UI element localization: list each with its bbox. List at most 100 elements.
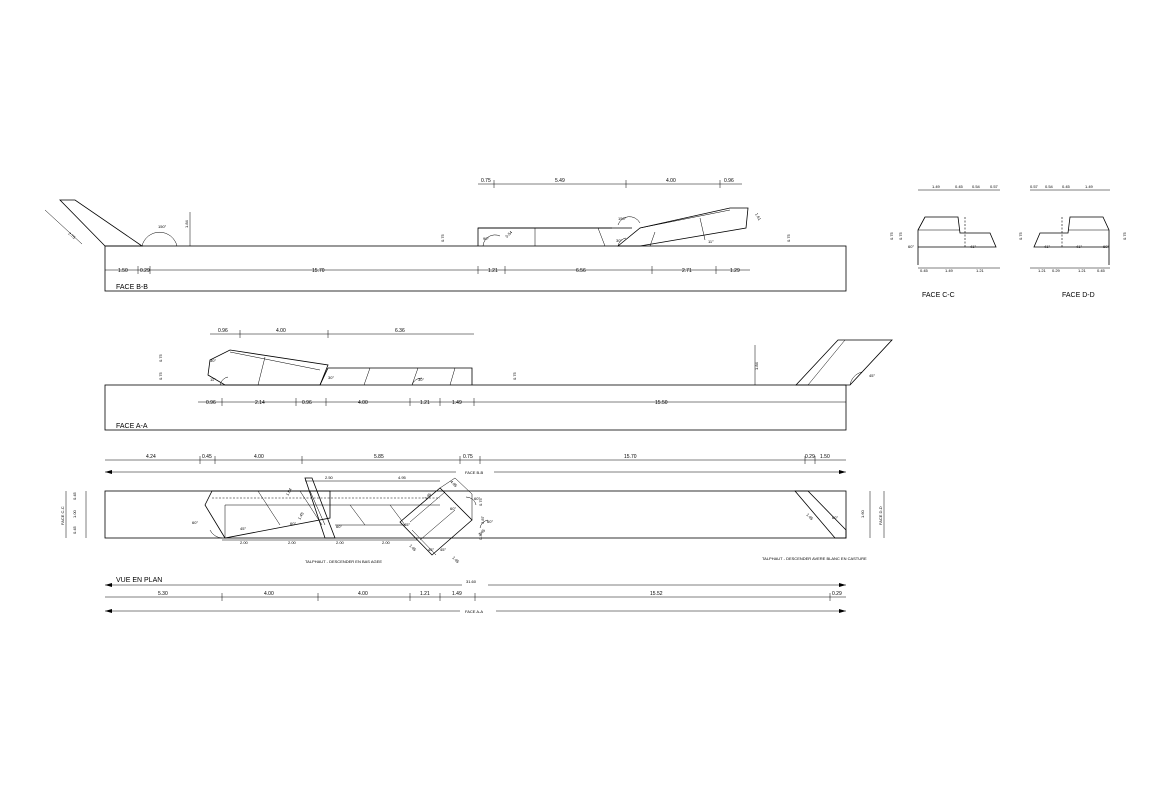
dim-label: 1.49 bbox=[1085, 184, 1094, 189]
dim-label: 0.45 bbox=[1062, 184, 1071, 189]
dim-label: 5.85 bbox=[374, 454, 384, 460]
dim-label: 2.00 bbox=[240, 540, 249, 545]
dim-label: 1.49 bbox=[932, 184, 941, 189]
dim-label: 4.00 bbox=[276, 328, 286, 334]
dim-label: 0.75 bbox=[898, 231, 903, 240]
angle-label: 60° bbox=[290, 521, 296, 526]
angle-label: 30° bbox=[328, 375, 334, 380]
dim-label: 0.54 bbox=[1045, 184, 1054, 189]
dim-label: 1.60 bbox=[860, 509, 865, 518]
angle-label: 60° bbox=[450, 506, 456, 511]
face-dd-tag: FACE D-D bbox=[878, 506, 883, 525]
dim-label: 0.75 bbox=[1018, 231, 1023, 240]
plan-view: 4.24 0.45 4.00 5.85 0.75 15.70 0.29 1.50… bbox=[60, 454, 885, 615]
angle-label: 45° bbox=[440, 547, 446, 552]
dim-label: 1.45 bbox=[423, 491, 433, 501]
dim-label: 0.75 bbox=[478, 497, 483, 506]
dim-label: 1.45 bbox=[408, 543, 418, 553]
dim-label: 0.75 bbox=[440, 233, 445, 242]
angle-label: 45° bbox=[240, 526, 246, 531]
angle-label: 60° bbox=[832, 515, 838, 520]
dim-label: 5.30 bbox=[158, 591, 168, 597]
dim-label: 0.45 bbox=[72, 525, 77, 534]
angle-label: 30° bbox=[616, 238, 622, 243]
dim-label: 0.96 bbox=[206, 400, 216, 406]
face-aa-tag: FACE A-A bbox=[465, 609, 483, 614]
dim-label: 15.70 bbox=[312, 268, 325, 274]
dim-label: 0.75 bbox=[463, 454, 473, 460]
dim-label: 0.45 bbox=[1097, 268, 1106, 273]
plan-note-right: TALPHAUT - DESCENDER AVERE BLANC EN CAST… bbox=[762, 556, 867, 561]
dim-label: 0.96 bbox=[218, 328, 228, 334]
face-bb-angle-arc bbox=[141, 231, 178, 247]
dim-label: 4.00 bbox=[254, 454, 264, 460]
angle-label: 41° bbox=[970, 244, 976, 249]
dim-label: 1.45 bbox=[451, 555, 461, 565]
dim-label: 5.49 bbox=[555, 178, 565, 184]
dim-label: 0.29 bbox=[832, 591, 842, 597]
dim-label: 0.45 bbox=[72, 491, 77, 500]
dim-label: 6.36 bbox=[395, 328, 405, 334]
face-aa-title: FACE A-A bbox=[116, 423, 148, 430]
angle-label: 30° bbox=[418, 377, 424, 382]
face-bb-elevation: 0.75 5.49 4.00 0.96 1.50 0.29 15.70 1.21… bbox=[44, 178, 847, 292]
dim-label: 1.21 bbox=[420, 591, 430, 597]
dim-label: 0.75 bbox=[481, 178, 491, 184]
dim-label: 0.45 bbox=[202, 454, 212, 460]
face-aa-base bbox=[104, 384, 847, 431]
dim-label: 0.75 bbox=[158, 353, 163, 362]
dim-label: 0.29 bbox=[140, 268, 150, 274]
dim-label: 1.84 bbox=[754, 361, 759, 370]
dim-label: 0.75 bbox=[889, 231, 894, 240]
dim-label: 2.71 bbox=[682, 268, 692, 274]
dim-label: 15.50 bbox=[655, 400, 668, 406]
dim-label: 0.29 bbox=[1052, 268, 1061, 273]
angle-label: 60° bbox=[908, 244, 914, 249]
dim-label: 4.00 bbox=[358, 400, 368, 406]
angle-label: 150° bbox=[618, 216, 627, 221]
angle-label: 30° bbox=[210, 358, 216, 363]
face-aa-elevation: 0.96 4.00 6.36 0.96 2.14 0.96 4.00 1.21 … bbox=[104, 328, 893, 431]
dim-label: 2.00 bbox=[288, 540, 297, 545]
face-dd-title: FACE D-D bbox=[1062, 292, 1095, 299]
dim-label: 0.45 bbox=[955, 184, 964, 189]
face-bb-base bbox=[104, 245, 847, 292]
angle-label: 11° bbox=[708, 239, 714, 244]
face-cc-section: 1.49 0.45 0.54 0.57 0.45 1.49 1.21 0.75 … bbox=[889, 184, 1000, 299]
face-cc-title: FACE C-C bbox=[922, 292, 955, 299]
dim-label: 1.45 bbox=[297, 511, 306, 521]
dim-label: 0.96 bbox=[724, 178, 734, 184]
dim-label: 1.21 bbox=[488, 268, 498, 274]
dim-label: 1.50 bbox=[118, 268, 128, 274]
dim-label: 4.00 bbox=[666, 178, 676, 184]
dim-label: 0.54 bbox=[504, 229, 514, 239]
face-dd-section: 0.57 0.54 0.45 1.49 1.21 0.29 1.21 0.45 … bbox=[1018, 184, 1127, 299]
dim-label: 15.70 bbox=[624, 454, 637, 460]
plan-slab bbox=[104, 490, 847, 539]
dim-label: 1.21 bbox=[1038, 268, 1047, 273]
dim-label: 0.75 bbox=[158, 371, 163, 380]
dim-label: 0.75 bbox=[786, 233, 791, 242]
plan-note-left: TALPHAUT - DESCENDER EN BAS AGEE bbox=[305, 559, 382, 564]
angle-label: 90° bbox=[483, 236, 489, 241]
angle-label: 41° bbox=[1044, 244, 1050, 249]
dim-label: 1.49 bbox=[945, 268, 954, 273]
dim-label: 0.96 bbox=[302, 400, 312, 406]
dim-label: 2.50 bbox=[325, 475, 334, 480]
angle-label: 45° bbox=[428, 547, 434, 552]
dim-label: 1.50 bbox=[820, 454, 830, 460]
dim-label: 4.00 bbox=[264, 591, 274, 597]
angle-label: 41° bbox=[1076, 244, 1082, 249]
dim-label: 4.24 bbox=[146, 454, 156, 460]
dim-label: 1.21 bbox=[420, 400, 430, 406]
angle-label: 45° bbox=[404, 522, 410, 527]
dim-label: 1.61 bbox=[754, 212, 763, 222]
face-bb-tag: FACE B-B bbox=[465, 470, 484, 475]
dim-label: 4.95 bbox=[449, 479, 459, 489]
dim-label: 31.60 bbox=[466, 579, 477, 584]
dim-label: 1.49 bbox=[452, 400, 462, 406]
dim-label: 1.84 bbox=[285, 487, 294, 497]
dim-label: 4.95 bbox=[398, 475, 407, 480]
dim-label: 1.00 bbox=[72, 509, 77, 518]
angle-label: 60° bbox=[1103, 244, 1109, 249]
